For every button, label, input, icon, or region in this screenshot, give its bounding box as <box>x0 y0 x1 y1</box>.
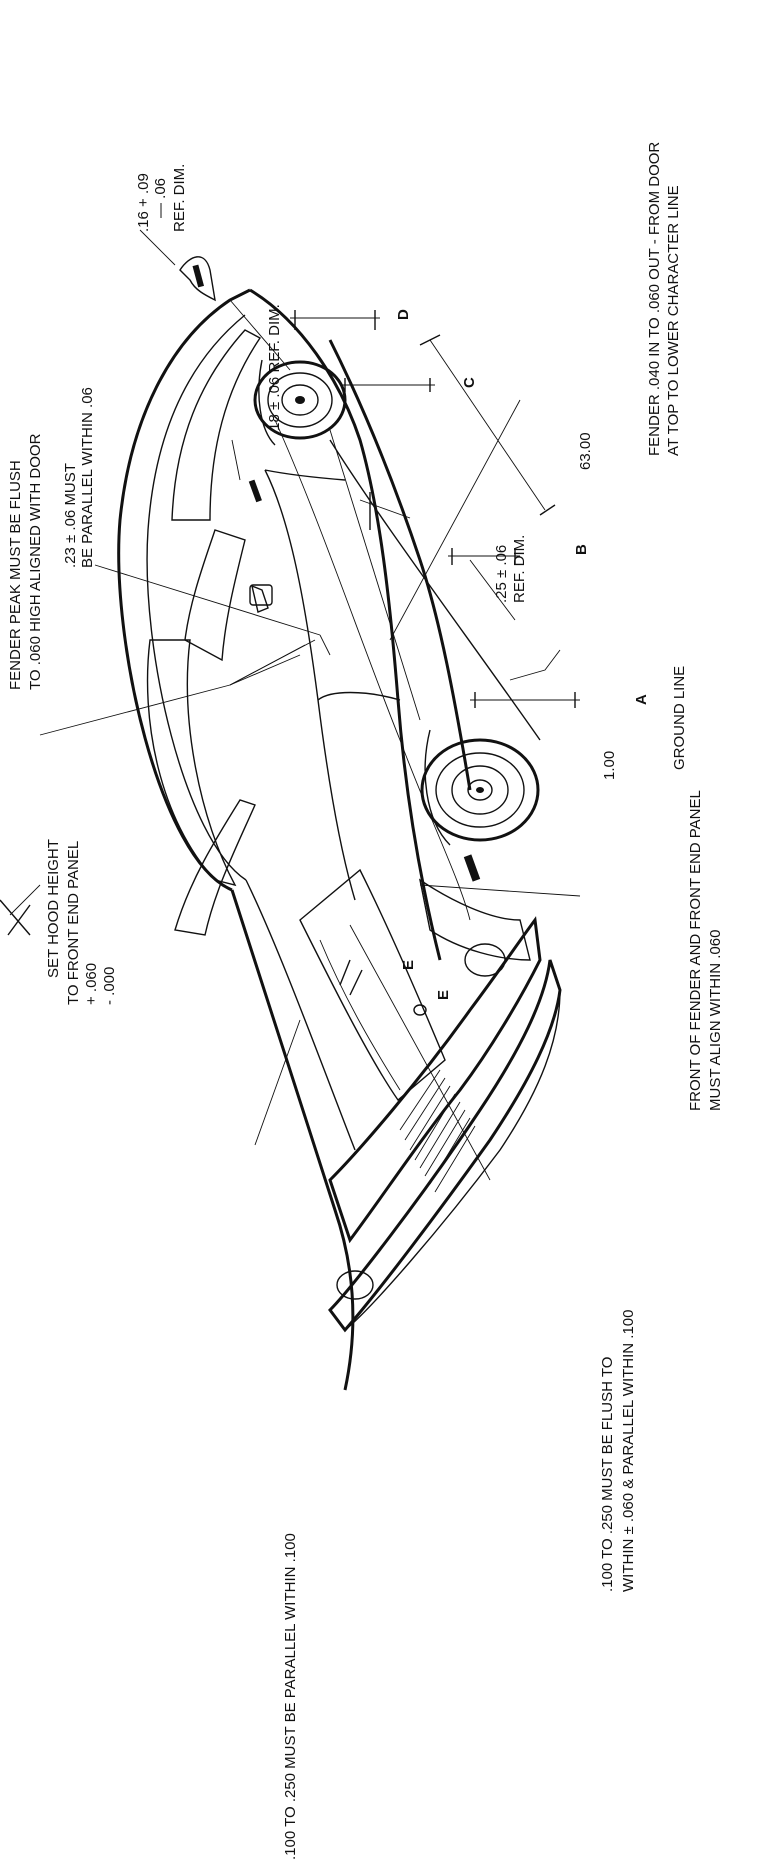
side-mirror <box>251 584 269 613</box>
rocker-line <box>328 339 472 791</box>
windshield-base <box>230 889 355 1391</box>
label-front-fender-1: FRONT OF FENDER AND FRONT END PANEL <box>687 790 704 1111</box>
label-flush-100-2: WITHIN ± .060 & PARALLEL WITHIN .100 <box>620 1310 637 1592</box>
label-dim-18: .18 ± .06 REF. DIM. <box>266 304 283 435</box>
rear-marker <box>192 264 205 288</box>
front-wheel <box>420 729 540 846</box>
label-dim-16-2: — .06 <box>152 178 169 218</box>
grille <box>399 1069 476 1193</box>
rear-door-line <box>264 469 346 481</box>
label-dim-25-1: .25 ± .06 <box>493 545 510 603</box>
label-hood-4: - .000 <box>101 967 118 1005</box>
rear-bumper <box>179 256 216 302</box>
label-fender-peak-1: FENDER PEAK MUST BE FLUSH <box>7 460 24 690</box>
front-fender <box>418 878 531 961</box>
roof-outline <box>117 288 251 892</box>
door-upper-line <box>264 469 356 901</box>
label-dim-23-1: .23 ± .06 MUST <box>62 463 79 568</box>
car-illustration <box>117 256 562 1391</box>
label-fender-peak-2: TO .060 HIGH ALIGNED WITH DOOR <box>27 433 44 690</box>
hood-crease <box>319 939 401 1091</box>
label-dim-16-3: REF. DIM. <box>171 164 188 232</box>
character-line <box>274 419 471 921</box>
label-flush-100-1: .100 TO .250 MUST BE FLUSH TO <box>599 1357 616 1592</box>
front-door-line <box>317 691 401 701</box>
rear-window <box>146 639 237 887</box>
label-dim-25-2: REF. DIM. <box>511 535 528 603</box>
label-parallel-100: .100 TO .250 MUST BE PARALLEL WITHIN .10… <box>282 1533 299 1860</box>
door-handle <box>249 584 273 606</box>
label-letter-c: C <box>461 377 478 388</box>
side-window-front <box>171 329 262 521</box>
label-dim-100: 1.00 <box>601 751 618 780</box>
dimension-leaders <box>0 229 581 1181</box>
label-fender-040-1: FENDER .040 IN TO .060 OUT - FROM DOOR <box>646 142 663 456</box>
quarter-window <box>174 799 256 936</box>
parking-lamp <box>413 1004 427 1016</box>
lower-character-line <box>329 429 421 721</box>
label-hood-3: + .060 <box>83 963 100 1005</box>
label-letter-e2: E <box>435 990 452 1000</box>
front-side-marker <box>463 854 481 882</box>
label-letter-d: D <box>395 309 412 320</box>
label-ground-line: GROUND LINE <box>671 666 688 770</box>
label-dim-23-2: BE PARALLEL WITHIN .06 <box>79 387 96 568</box>
side-window-rear <box>184 529 246 662</box>
label-dim-63: 63.00 <box>577 432 594 470</box>
label-letter-a: A <box>633 694 650 705</box>
roof-inner <box>146 314 247 881</box>
annotation-labels: FENDER PEAK MUST BE FLUSH TO .060 HIGH A… <box>7 142 724 1860</box>
hood-rear-edge <box>245 879 356 1151</box>
upper-body-line <box>249 288 442 961</box>
label-dim-16-1: .16 + .09 <box>135 173 152 232</box>
headlamp-right <box>464 943 506 977</box>
rear-wheel <box>253 359 347 446</box>
label-front-fender-2: MUST ALIGN WITHIN .060 <box>707 930 724 1111</box>
label-letter-e1: E <box>400 960 417 970</box>
label-letter-b: B <box>573 544 590 555</box>
ground-line-mark <box>329 439 541 741</box>
front-bumper-lower <box>344 989 561 1331</box>
hood-panel <box>299 868 446 1102</box>
front-end-panel <box>328 916 542 1244</box>
label-hood-2: TO FRONT END PANEL <box>65 841 82 1005</box>
label-hood-1: SET HOOD HEIGHT <box>45 839 62 978</box>
label-fender-040-2: AT TOP TO LOWER CHARACTER LINE <box>665 185 682 456</box>
headlamp-left <box>336 1270 374 1300</box>
side-marker-rear <box>248 479 262 503</box>
